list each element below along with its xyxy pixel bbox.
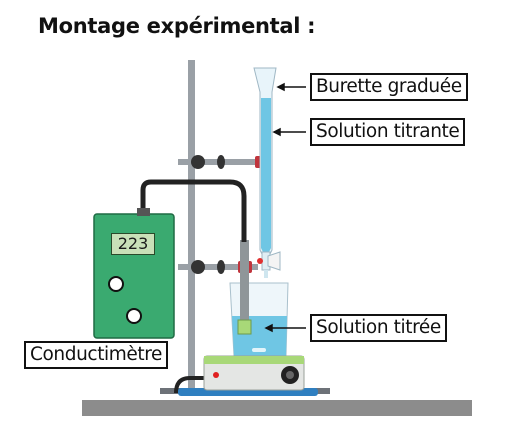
label-pointers [264,82,306,333]
conductivity-probe [237,240,252,335]
magnetic-stirrer [178,355,318,396]
stirrer-cable [174,376,206,394]
stir-bar [252,348,266,352]
conductimeter [93,208,175,339]
label-titrated-solution: Solution titrée [310,314,447,342]
label-titrant-solution: Solution titrante [310,118,466,146]
page-title: Montage expérimental : [38,14,316,38]
label-conductimeter: Conductimètre [24,341,169,369]
label-burette: Burette graduée [310,73,468,101]
lab-bench [82,400,472,416]
probe-cable [140,179,247,242]
conductimeter-display: 223 [111,233,155,255]
stand-rod [188,60,195,392]
burette [253,67,281,278]
